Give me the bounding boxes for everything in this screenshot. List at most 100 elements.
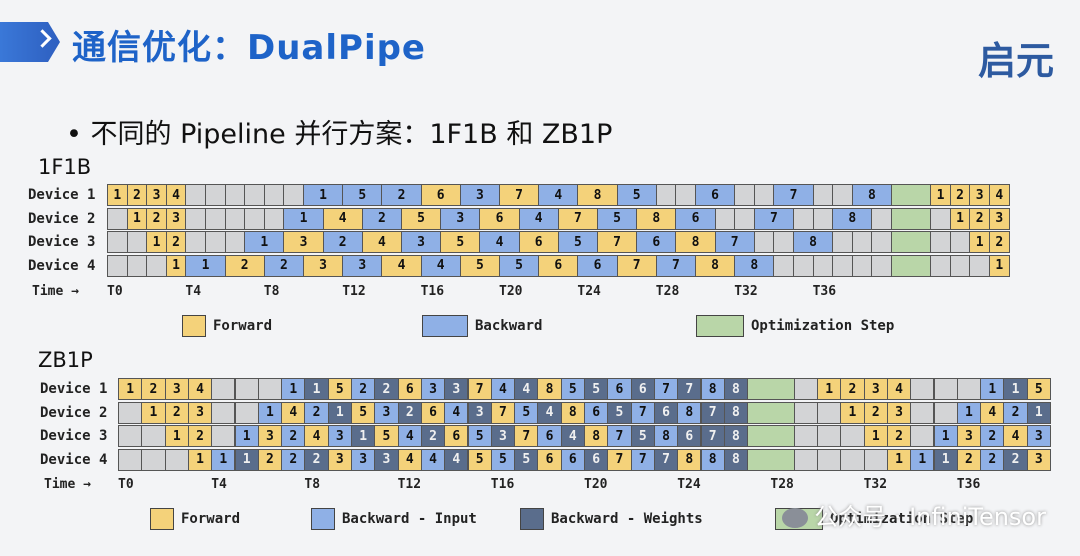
micro-batch-cell: 1	[863, 425, 888, 448]
legend-swatch	[520, 508, 544, 530]
idle-cell	[933, 401, 958, 424]
idle-cell	[956, 378, 982, 400]
idle-cell	[773, 231, 794, 254]
micro-batch-cell: 5	[467, 425, 492, 448]
legend-label: Backward	[475, 318, 543, 334]
micro-batch-cell: 8	[577, 184, 618, 206]
micro-batch-cell: 2	[322, 231, 363, 254]
micro-batch-cell: 5	[616, 184, 657, 206]
micro-batch-cell: 5	[342, 184, 383, 206]
micro-batch-cell: 7	[753, 207, 794, 230]
idle-cell	[141, 425, 166, 448]
micro-batch-cell: 4	[518, 207, 559, 230]
idle-cell	[812, 184, 834, 206]
micro-batch-cell: 4	[397, 425, 422, 448]
micro-batch-cell: 8	[723, 401, 749, 424]
micro-batch-cell: 7	[773, 184, 814, 206]
idle-cell	[863, 448, 888, 471]
micro-batch-cell: 2	[374, 378, 399, 400]
micro-batch-cell: 7	[655, 254, 696, 277]
micro-batch-cell: 6	[538, 254, 579, 277]
micro-batch-cell: 3	[956, 425, 982, 448]
micro-batch-cell: 1	[949, 207, 971, 230]
micro-batch-cell: 1	[257, 401, 283, 424]
micro-batch-cell: 2	[420, 425, 446, 448]
idle-cell	[234, 401, 259, 424]
time-tick: T20	[584, 477, 608, 492]
micro-batch-cell: 4	[444, 401, 469, 424]
micro-batch-cell: 7	[630, 401, 655, 424]
micro-batch-cell: 1	[146, 231, 167, 254]
micro-batch-cell: 8	[560, 401, 585, 424]
micro-batch-cell: 5	[1026, 378, 1051, 400]
micro-batch-cell: 4	[514, 378, 539, 400]
micro-batch-cell: 3	[257, 425, 283, 448]
idle-cell	[949, 231, 971, 254]
optimization-cell	[891, 207, 932, 230]
micro-batch-cell: 5	[514, 401, 539, 424]
idle-cell	[141, 448, 166, 471]
micro-batch-cell: 2	[886, 425, 912, 448]
micro-batch-cell: 2	[141, 378, 166, 400]
device-label: Device 4	[28, 257, 96, 274]
micro-batch-cell: 6	[607, 378, 632, 400]
micro-batch-cell: 5	[584, 378, 609, 400]
micro-batch-cell: 5	[440, 231, 481, 254]
time-tick: T12	[342, 284, 366, 299]
micro-batch-cell: 8	[584, 425, 609, 448]
idle-cell	[185, 207, 206, 230]
micro-batch-cell: 8	[700, 378, 725, 400]
idle-cell	[244, 184, 265, 206]
idle-cell	[118, 425, 143, 448]
time-tick: T32	[734, 284, 758, 299]
micro-batch-cell: 8	[695, 254, 736, 277]
time-tick: T4	[185, 284, 202, 299]
legend-swatch	[422, 315, 468, 337]
legend-swatch	[150, 508, 174, 530]
time-tick: T0	[107, 284, 123, 299]
idle-cell	[910, 425, 935, 448]
micro-batch-cell: 6	[577, 254, 618, 277]
micro-batch-cell: 4	[322, 207, 363, 230]
micro-batch-cell: 1	[244, 231, 285, 254]
micro-batch-cell: 5	[630, 425, 655, 448]
micro-batch-cell: 3	[342, 254, 383, 277]
micro-batch-cell: 2	[956, 448, 982, 471]
idle-cell	[773, 254, 794, 277]
optimization-cell	[747, 401, 795, 424]
micro-batch-cell: 1	[886, 448, 912, 471]
micro-batch-cell: 2	[165, 231, 187, 254]
time-tick: T24	[677, 477, 701, 492]
legend-label: Forward	[181, 511, 241, 527]
device-label: Device 3	[28, 234, 96, 251]
legend-swatch	[311, 508, 335, 530]
micro-batch-cell: 3	[283, 231, 324, 254]
micro-batch-cell: 1	[281, 378, 306, 400]
micro-batch-cell: 5	[467, 448, 492, 471]
idle-cell	[211, 425, 236, 448]
idle-cell	[930, 254, 951, 277]
micro-batch-cell: 3	[165, 207, 187, 230]
micro-batch-cell: 6	[420, 184, 461, 206]
micro-batch-cell: 1	[1026, 401, 1051, 424]
idle-cell	[734, 207, 755, 230]
micro-batch-cell: 1	[187, 448, 213, 471]
micro-batch-cell: 3	[187, 401, 213, 424]
optimization-cell	[747, 425, 795, 448]
legend-label: Optimization Step	[751, 318, 895, 334]
idle-cell	[107, 207, 128, 230]
watermark: 公众号 · InfiniTensor	[782, 497, 1046, 532]
micro-batch-cell: 7	[607, 425, 632, 448]
micro-batch-cell: 8	[677, 448, 702, 471]
idle-cell	[211, 401, 236, 424]
idle-cell	[832, 254, 853, 277]
idle-cell	[871, 231, 892, 254]
idle-cell	[793, 401, 818, 424]
micro-batch-cell: 6	[444, 425, 469, 448]
micro-batch-cell: 1	[234, 448, 259, 471]
wechat-icon	[782, 508, 809, 528]
micro-batch-cell: 2	[304, 448, 329, 471]
device-label: Device 1	[40, 381, 108, 397]
micro-batch-cell: 2	[381, 184, 422, 206]
micro-batch-cell: 2	[989, 231, 1010, 254]
